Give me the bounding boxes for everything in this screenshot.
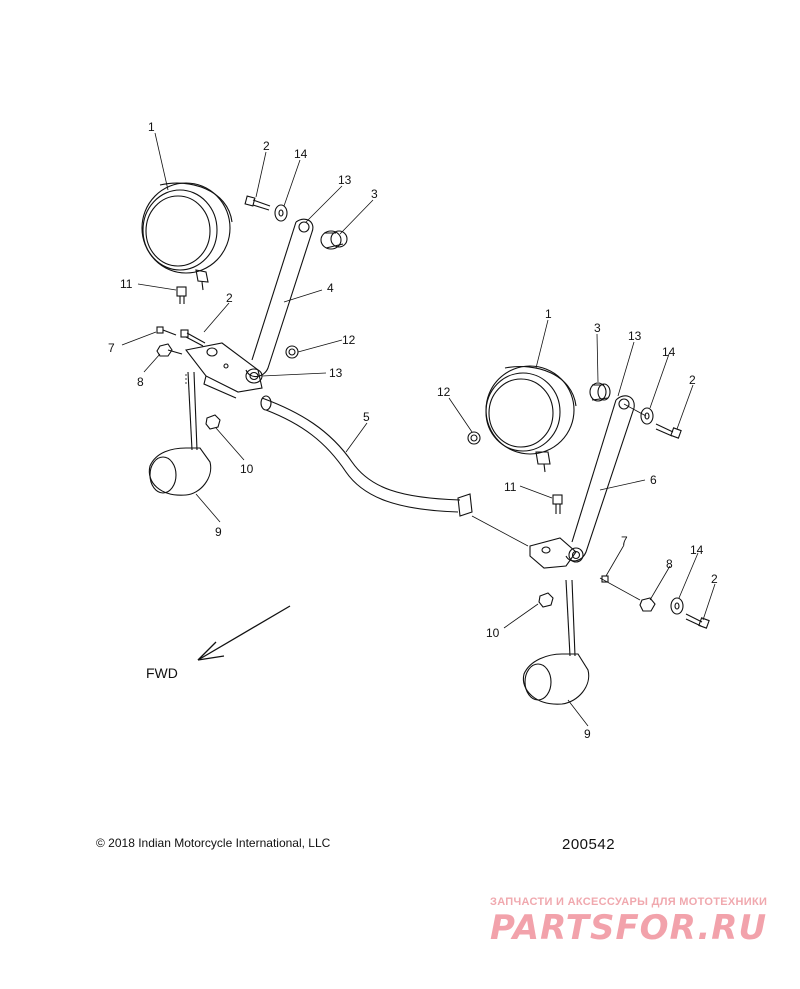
callout: 2	[711, 572, 718, 586]
callout: 5	[363, 410, 370, 424]
nut-8-left	[156, 343, 183, 357]
callout: 9	[584, 727, 591, 741]
callout: 7	[108, 341, 115, 355]
washer-right-lower	[670, 597, 684, 615]
callout: 1	[148, 120, 155, 134]
washer-top-left	[274, 204, 288, 222]
bushing-left	[320, 230, 348, 250]
callout: 2	[226, 291, 233, 305]
copyright-notice: © 2018 Indian Motorcycle International, …	[96, 836, 331, 850]
callout: 3	[594, 321, 601, 335]
leader-lines	[121, 132, 716, 727]
bushing-right	[589, 382, 611, 402]
bracket-arm-left	[245, 218, 314, 384]
headlamp-right	[485, 365, 577, 473]
callout-labels: 1 2 14 13 3 11 4 2 7 8 12 13 10 9 5 12 1…	[108, 120, 718, 741]
callout: 14	[662, 345, 676, 359]
callout: 6	[650, 473, 657, 487]
bolt-11-left	[176, 286, 187, 304]
callout: 4	[327, 281, 334, 295]
bolt-mid-left	[180, 329, 206, 347]
bolt-right-upper	[655, 423, 682, 439]
nut-8-right	[639, 597, 656, 612]
figure-number: 200542	[562, 836, 616, 853]
screw-7-left	[156, 326, 177, 336]
nut-10-left	[205, 414, 221, 430]
bracket-arm-right	[565, 395, 635, 563]
headlamp-left	[141, 182, 233, 291]
nut-10-right	[538, 592, 554, 608]
turn-signal-left	[148, 371, 212, 496]
grommet-12-right	[467, 431, 481, 445]
callout: 14	[294, 147, 308, 161]
forward-arrow: FWD	[146, 605, 291, 681]
grommet-12-left	[285, 345, 299, 359]
callout: 2	[689, 373, 696, 387]
bolt-top-left	[244, 195, 271, 211]
callout: 12	[437, 385, 451, 399]
callout: 3	[371, 187, 378, 201]
callout: 14	[690, 543, 704, 557]
callout: 8	[666, 557, 673, 571]
bolt-11-right	[552, 494, 563, 514]
callout: 7	[621, 534, 628, 548]
watermark-brand: PARTSFOR.RU	[490, 908, 768, 948]
mount-plate-right	[529, 537, 577, 569]
assembly-axis-lines	[185, 374, 647, 601]
callout: 10	[486, 626, 500, 640]
callout: 13	[628, 329, 642, 343]
direction-label: FWD	[146, 665, 178, 681]
callout: 10	[240, 462, 254, 476]
callout: 12	[342, 333, 356, 347]
callout: 2	[263, 139, 270, 153]
mount-plate-left	[185, 342, 263, 399]
callout: 13	[338, 173, 352, 187]
callout: 8	[137, 375, 144, 389]
crossbar-tube	[260, 395, 473, 517]
watermark-tagline: ЗАПЧАСТИ И АКСЕССУАРЫ ДЛЯ МОТОТЕХНИКИ	[490, 896, 768, 908]
callout: 13	[329, 366, 343, 380]
callout: 9	[215, 525, 222, 539]
turn-signal-right	[522, 579, 590, 705]
callout: 11	[504, 480, 517, 494]
callout: 11	[120, 277, 133, 291]
bolt-right-lower	[685, 613, 710, 629]
washer-right-upper	[640, 407, 654, 425]
callout: 1	[545, 307, 552, 321]
